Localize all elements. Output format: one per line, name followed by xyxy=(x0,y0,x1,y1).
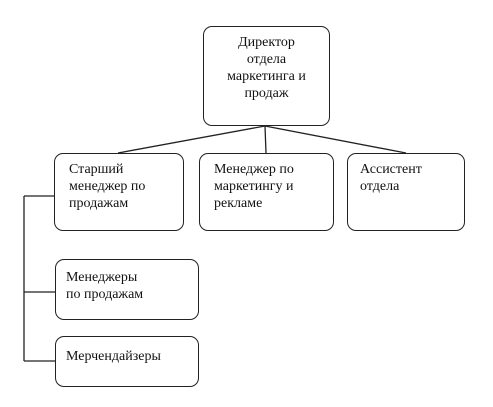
merchandisers-node: Мерчендайзеры xyxy=(55,336,199,387)
senior-sales-manager-label: Старший менеджер по продажам xyxy=(69,162,146,211)
merchandisers-label: Мерчендайзеры xyxy=(66,349,161,364)
connector-director-to-assistant xyxy=(264,125,407,154)
director-node: Директор отдела маркетинга и продаж xyxy=(203,26,330,126)
marketing-manager-label: Менеджер по маркетингу и рекламе xyxy=(214,162,294,211)
department-assistant-label: Ассистент отдела xyxy=(360,162,422,194)
connector-director-to-senior xyxy=(117,125,266,154)
connector-director-to-marketing xyxy=(264,125,267,154)
senior-sales-manager-node: Старший менеджер по продажам xyxy=(54,153,184,231)
marketing-manager-node: Менеджер по маркетингу и рекламе xyxy=(199,153,334,231)
department-assistant-node: Ассистент отдела xyxy=(347,153,465,231)
sales-managers-label: Менеджеры по продажам xyxy=(66,270,144,302)
sales-managers-node: Менеджеры по продажам xyxy=(55,259,199,320)
director-label: Директор отдела маркетинга и продаж xyxy=(227,35,306,101)
